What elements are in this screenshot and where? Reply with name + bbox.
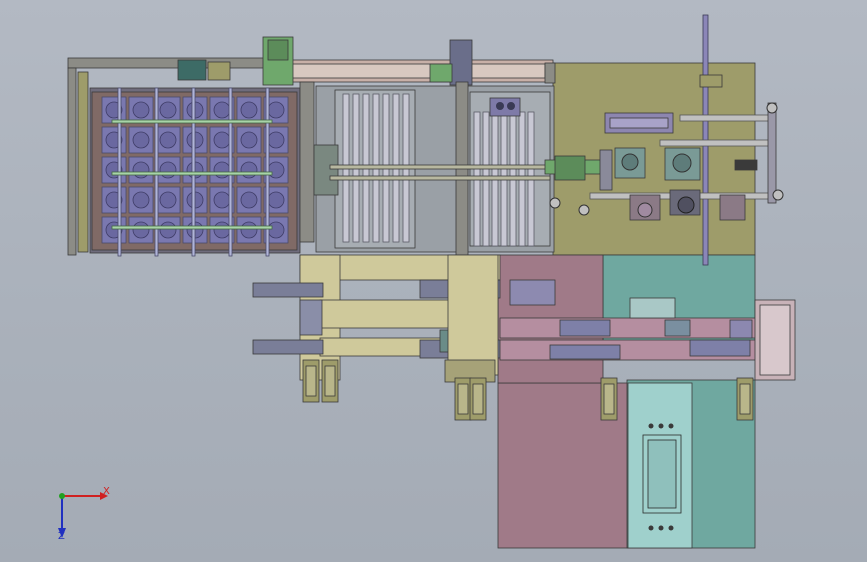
cell-disc-1-4 (213, 131, 231, 149)
top-motor-block (177, 59, 207, 81)
top-coupling-block (207, 61, 231, 81)
left-cylinder-upper (252, 282, 324, 298)
cell-disc-3-6 (267, 191, 285, 209)
cell-disc-1-2 (159, 131, 177, 149)
vertical-gantry-head (449, 39, 473, 86)
gripper-head (489, 97, 521, 117)
right-vertical-rod (767, 102, 777, 204)
gripper-hole-1 (496, 102, 504, 110)
cell-disc-0-1 (132, 101, 150, 119)
right-top-guard (629, 297, 676, 319)
top-gantry-beam-face (284, 63, 546, 79)
gantry-motor-cap (267, 39, 289, 61)
right-sensor-block (664, 319, 691, 337)
shaft-knob-left (578, 204, 590, 216)
left-cylinder-lower (252, 339, 324, 355)
gantry-end-stop (544, 62, 556, 84)
conveyor-crossbar-2 (329, 175, 551, 181)
cell-disc-1-6 (267, 131, 285, 149)
cell-disc-2-6 (267, 161, 285, 179)
support-leg-face-3 (472, 383, 484, 415)
bearing-right (672, 153, 692, 173)
right-hook-bracket (509, 279, 556, 306)
middle-sand-strip (319, 299, 451, 329)
right-conveyor-upper (499, 317, 761, 339)
cell-disc-4-4 (213, 221, 231, 239)
gripper-hole-2 (507, 102, 515, 110)
support-leg-face-4 (603, 383, 615, 415)
conveyor-left-post (299, 81, 315, 243)
cam-wheel (637, 202, 653, 218)
right-cylinder-1 (559, 319, 611, 337)
cell-disc-0-4 (213, 101, 231, 119)
cell-disc-3-2 (159, 191, 177, 209)
support-leg-face-1 (324, 365, 336, 397)
coordinate-triad: X Z (50, 480, 120, 550)
right-cylinder-2 (549, 344, 621, 360)
cell-disc-0-2 (159, 101, 177, 119)
cell-disc-2-4 (213, 161, 231, 179)
x-axis-arrowhead (100, 492, 108, 500)
cell-disc-2-5 (240, 161, 258, 179)
bearing-left (621, 153, 639, 171)
rod-knob-top (766, 102, 778, 114)
x-axis-label: X (103, 486, 110, 497)
cell-disc-3-1 (132, 191, 150, 209)
cabinet-window-glass (647, 439, 677, 509)
feed-vertical-guide (599, 149, 613, 191)
pole-clamp (699, 74, 723, 88)
gantry-carriage (429, 63, 453, 83)
cell-disc-4-2 (159, 221, 177, 239)
right-bracket (719, 194, 746, 221)
tray-green-bar-0 (111, 119, 273, 124)
cylinder-body (609, 117, 669, 129)
middle-shaft (659, 139, 776, 147)
cabinet-screw-0 (648, 423, 654, 429)
cabinet-screw-5 (668, 525, 674, 531)
left-cylinder-mount (299, 299, 323, 336)
cell-disc-1-5 (240, 131, 258, 149)
y-axis-point (59, 493, 65, 499)
support-leg-face-0 (305, 365, 317, 397)
cell-disc-2-1 (132, 161, 150, 179)
cell-disc-0-6 (267, 101, 285, 119)
support-leg-face-2 (457, 383, 469, 415)
support-leg-face-5 (739, 383, 751, 415)
rod-knob-bottom (772, 189, 784, 201)
cell-disc-3-5 (240, 191, 258, 209)
tray-green-bar-2 (111, 225, 273, 230)
right-upper-frame-panel (552, 62, 756, 256)
conveyor-crossbar-1 (329, 164, 551, 170)
center-sand-column (447, 254, 499, 376)
upper-shaft (679, 114, 771, 122)
cell-disc-4-1 (132, 221, 150, 239)
outfeed-chute-face (759, 304, 791, 376)
axis-arrows (58, 492, 108, 538)
feed-motor-body (554, 155, 586, 181)
tray-green-bar-1 (111, 171, 273, 176)
cell-disc-2-2 (159, 161, 177, 179)
cabinet-screw-4 (658, 525, 664, 531)
z-axis-arrowhead (58, 528, 66, 538)
cell-disc-3-4 (213, 191, 231, 209)
gear (677, 196, 695, 214)
cabinet-screw-3 (648, 525, 654, 531)
right-cylinder-3 (689, 339, 751, 357)
top-left-rail (67, 57, 279, 69)
left-guide-strip (77, 71, 89, 253)
z-axis-label: Z (58, 531, 65, 542)
right-end-block (729, 319, 753, 339)
conveyor-side-bracket (313, 144, 339, 196)
cell-disc-0-5 (240, 101, 258, 119)
spring-coil (734, 159, 758, 171)
cabinet-screw-2 (668, 423, 674, 429)
left-vertical-rail (67, 67, 77, 256)
cabinet-screw-1 (658, 423, 664, 429)
cell-disc-1-1 (132, 131, 150, 149)
cell-disc-4-6 (267, 221, 285, 239)
cell-disc-4-5 (240, 221, 258, 239)
shaft-knob-far-left (549, 197, 561, 209)
